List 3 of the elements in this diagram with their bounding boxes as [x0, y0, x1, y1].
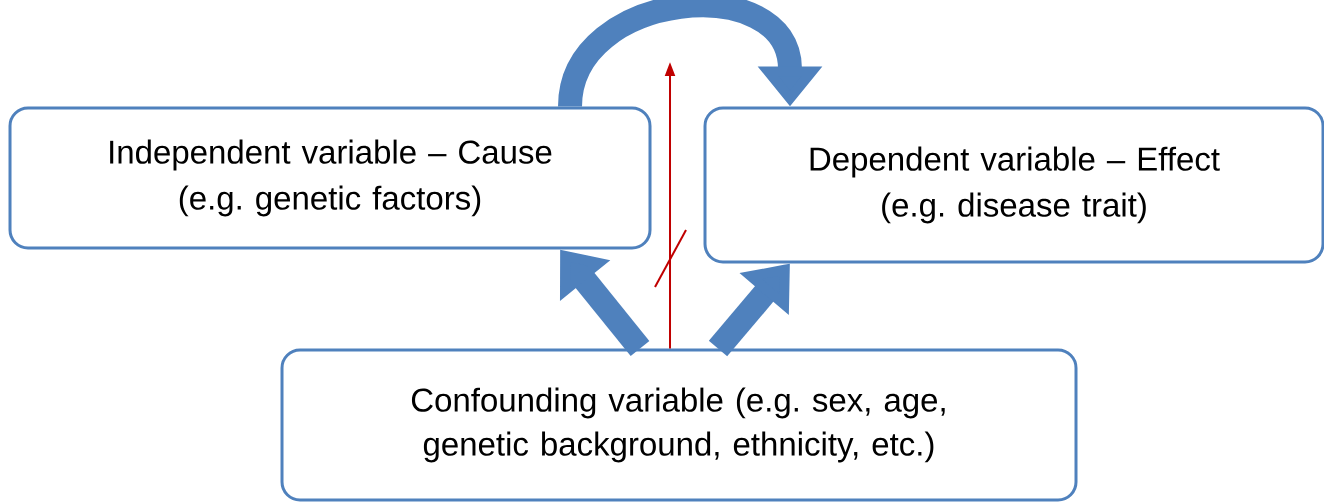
text-box: Confounding variable (e.g. sex, age, genetic background, ethnicity, etc.): [280, 348, 1078, 502]
text-box: Independent variable – Cause (e.g. genetic factors): [8, 106, 652, 250]
text-box: Dependent variable – Effect (e.g. disease trait): [703, 106, 1324, 264]
